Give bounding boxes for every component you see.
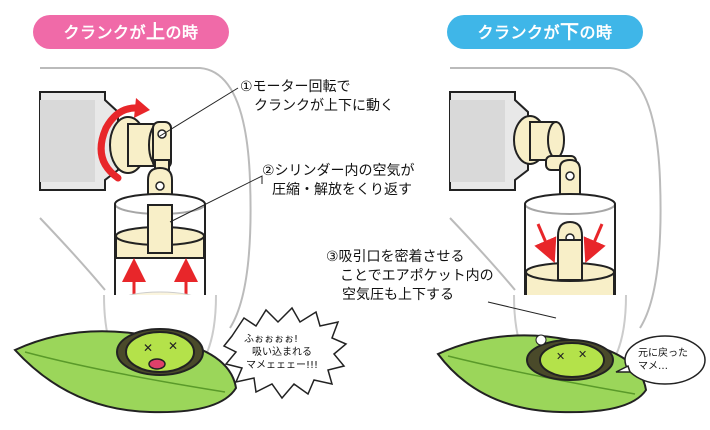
speech-bubble-left [222, 306, 348, 400]
panel-title-up: クランクが上の時 [33, 15, 229, 49]
right-panel: ✕ ✕ [436, 67, 706, 414]
speech-bubble-right [624, 335, 706, 385]
push-arrow-left [534, 223, 557, 264]
bubble-text-right: 元に戻った マメ… [638, 348, 688, 372]
device-body-outline [40, 67, 252, 329]
bean-character-right [539, 342, 605, 378]
bean-character [125, 331, 195, 373]
svg-text:✕: ✕ [556, 350, 565, 363]
device-body-outline-right [450, 67, 662, 329]
annotation-2: ②シリンダー内の空気が 圧縮・解放をくり返す [262, 163, 415, 198]
rotation-arrow [97, 104, 144, 182]
left-panel: ✕ ✕ [13, 67, 348, 414]
annotation-3: ③吸引口を密着させる ことでエアポケット内の 空気圧も上下する [326, 249, 494, 303]
push-arrow-right [583, 223, 606, 264]
svg-text:✕: ✕ [168, 339, 178, 353]
annotation-1: ①モーター回転で クランクが上下に動く [240, 79, 394, 114]
panel-title-down: クランクが下の時 [447, 15, 643, 49]
svg-text:✕: ✕ [143, 341, 153, 355]
svg-text:✕: ✕ [578, 348, 587, 361]
bubble-text-left: ふぉぉぉぉ! 吸い込まれる マメェェェー!!! [244, 334, 319, 371]
